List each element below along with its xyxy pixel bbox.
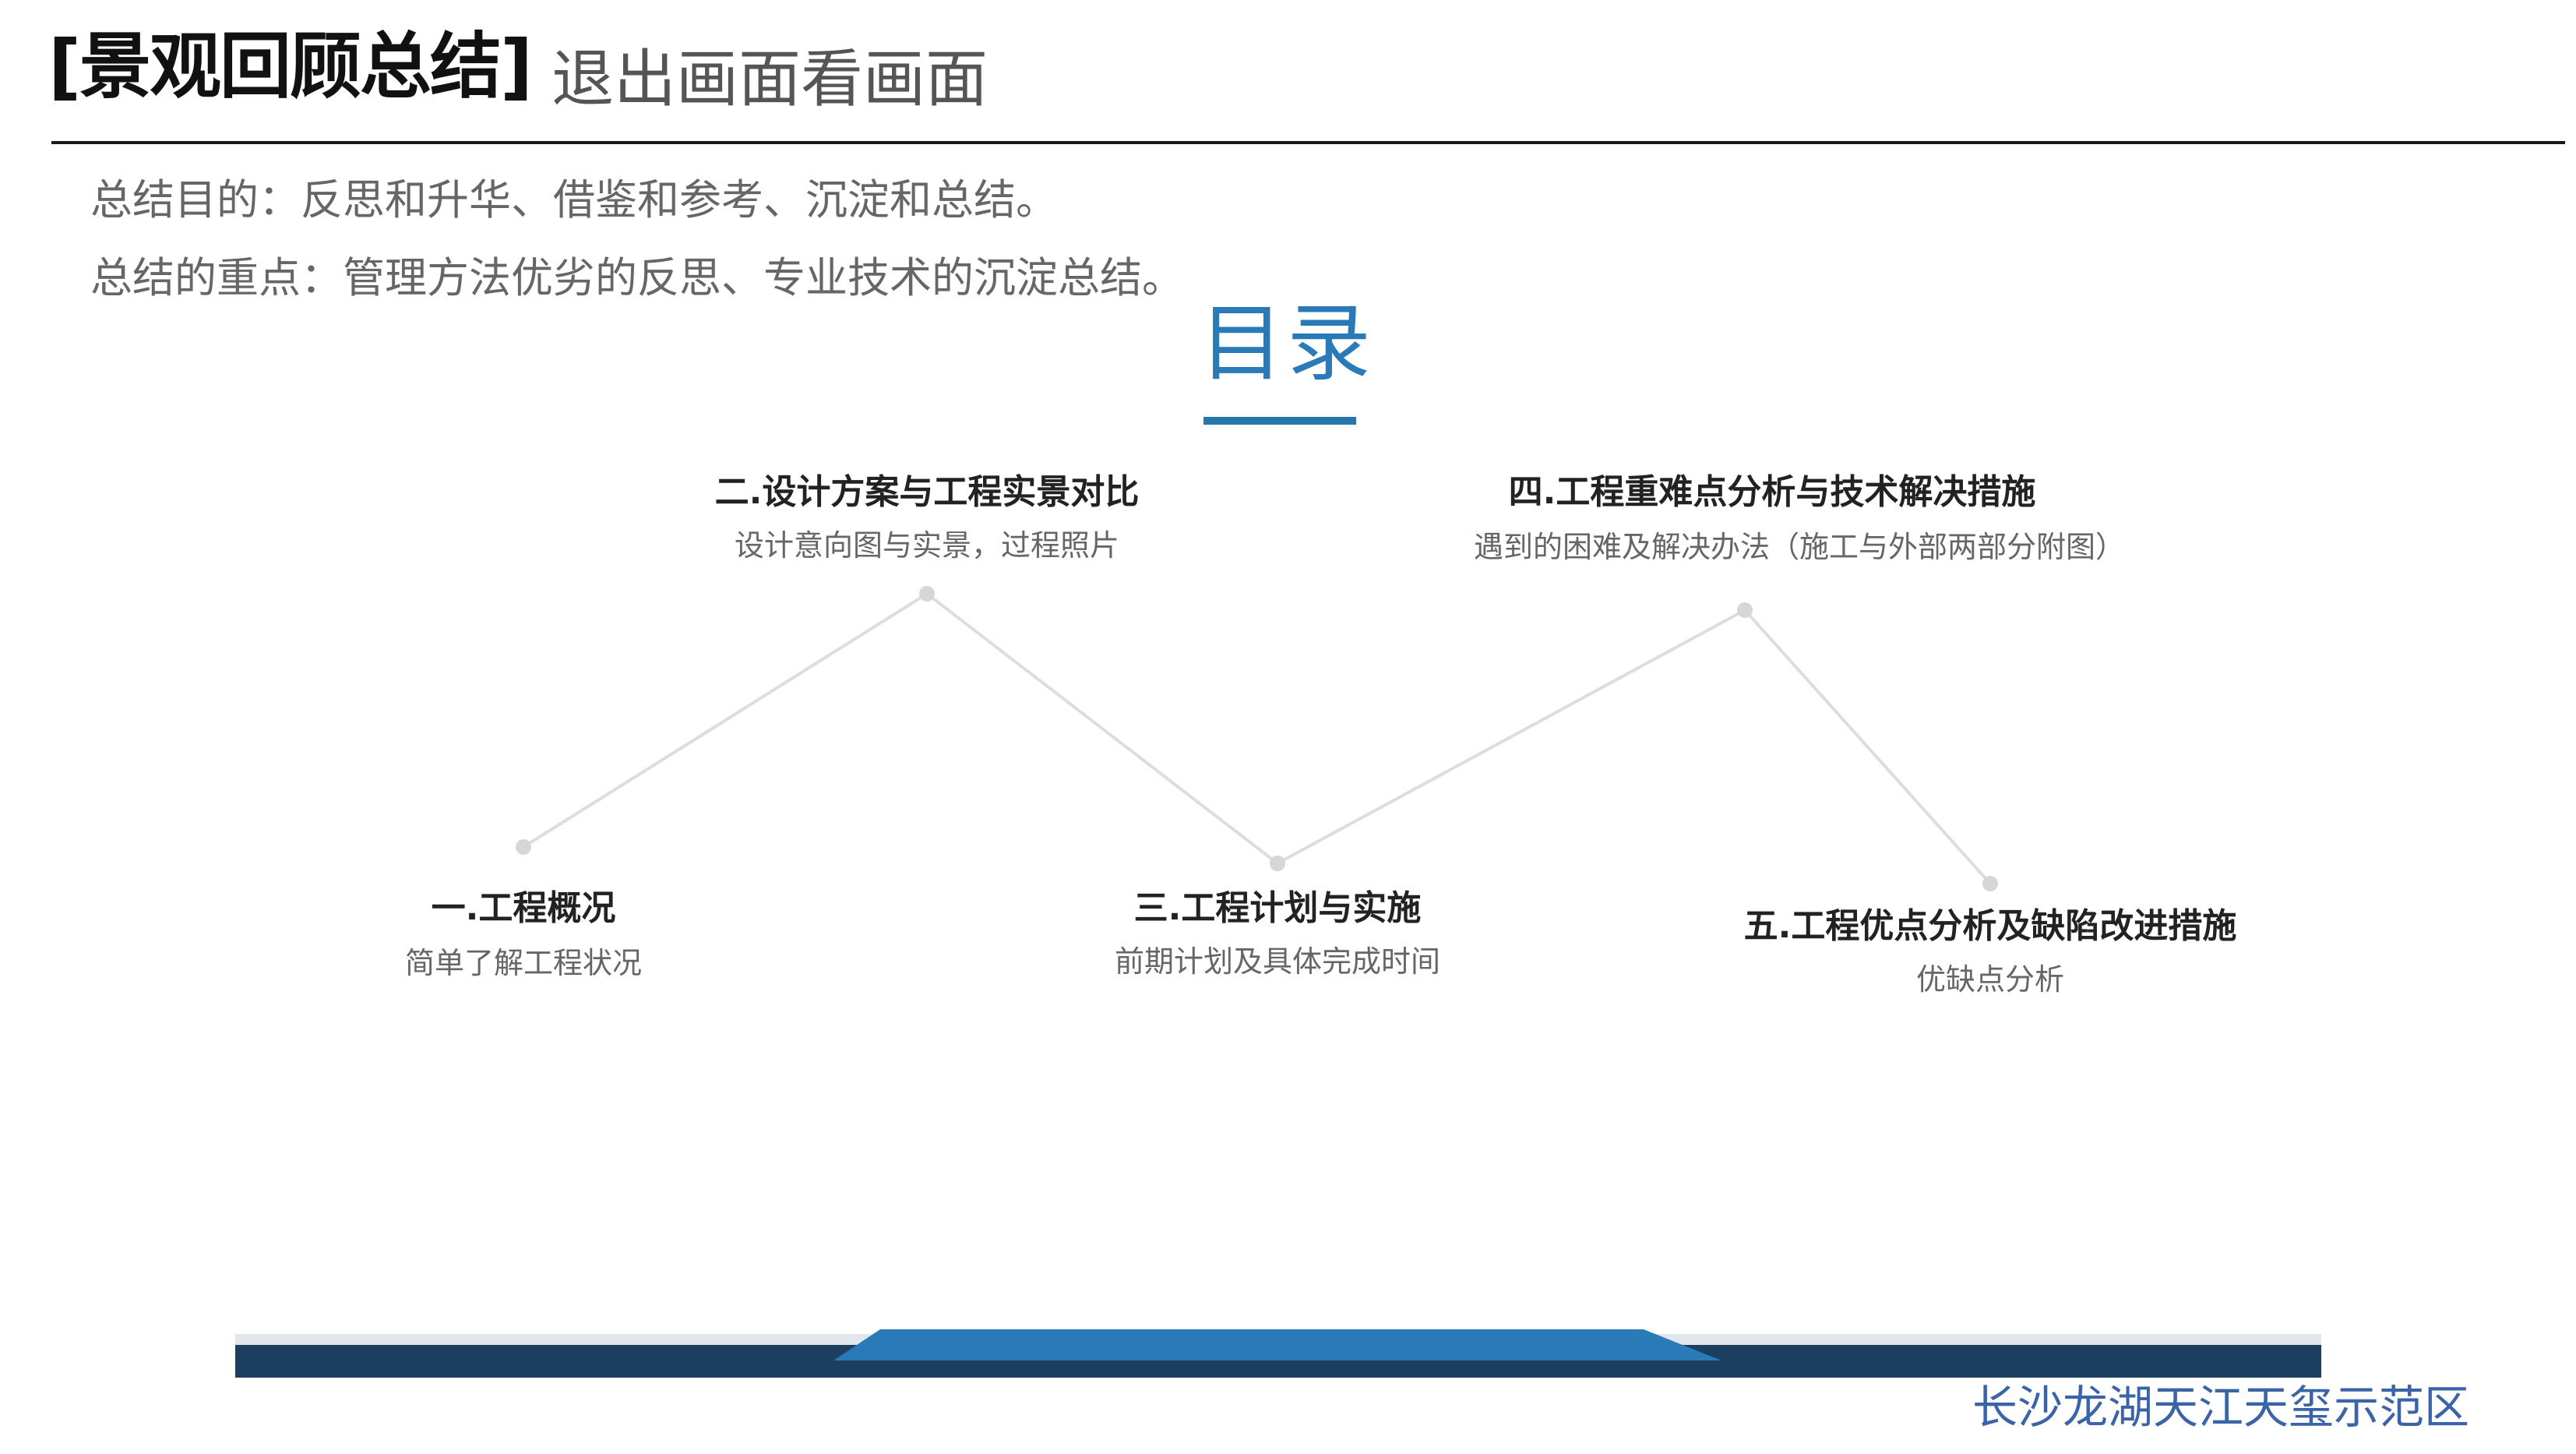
- footer-tab: [833, 1329, 1721, 1360]
- header-divider: [51, 141, 2565, 144]
- toc-title: 目录: [1200, 295, 1375, 393]
- toc-item-4-subtitle: 遇到的困难及解决办法（施工与外部两部分附图）: [1473, 530, 2126, 564]
- footer-brand: 长沙龙湖天江天玺示范区: [1972, 1381, 2470, 1434]
- toc-item-5-subtitle: 优缺点分析: [1915, 962, 2065, 997]
- toc-node-1: [516, 839, 531, 855]
- toc-node-3: [1270, 856, 1285, 871]
- toc-node-4: [1737, 602, 1753, 618]
- toc-item-5-title[interactable]: 五.工程优点分析及缺陷改进措施: [1743, 906, 2237, 946]
- toc-item-3-title[interactable]: 三.工程计划与实施: [1133, 888, 1422, 928]
- toc-item-1-subtitle: 简单了解工程状况: [404, 946, 643, 980]
- toc-item-2-title[interactable]: 二.设计方案与工程实景对比: [714, 472, 1140, 512]
- note-focus: 总结的重点：管理方法优劣的反思、专业技术的沉淀总结。: [90, 253, 1184, 302]
- page-title: [景观回顾总结]: [48, 25, 533, 108]
- toc-connector-line: [522, 591, 1992, 885]
- page-subtitle: 退出画面看画面: [551, 43, 988, 115]
- toc-node-2: [919, 586, 935, 602]
- toc-item-2-subtitle: 设计意向图与实景，过程照片: [734, 528, 1120, 563]
- toc-item-1-title[interactable]: 一.工程概况: [431, 888, 616, 928]
- toc-node-5: [1982, 876, 1998, 891]
- toc-title-underline: [1203, 417, 1356, 425]
- toc-item-4-title[interactable]: 四.工程重难点分析与技术解决措施: [1508, 472, 2036, 512]
- toc-item-3-subtitle: 前期计划及具体完成时间: [1114, 944, 1441, 979]
- note-purpose: 总结目的：反思和升华、借鉴和参考、沉淀和总结。: [90, 175, 1058, 224]
